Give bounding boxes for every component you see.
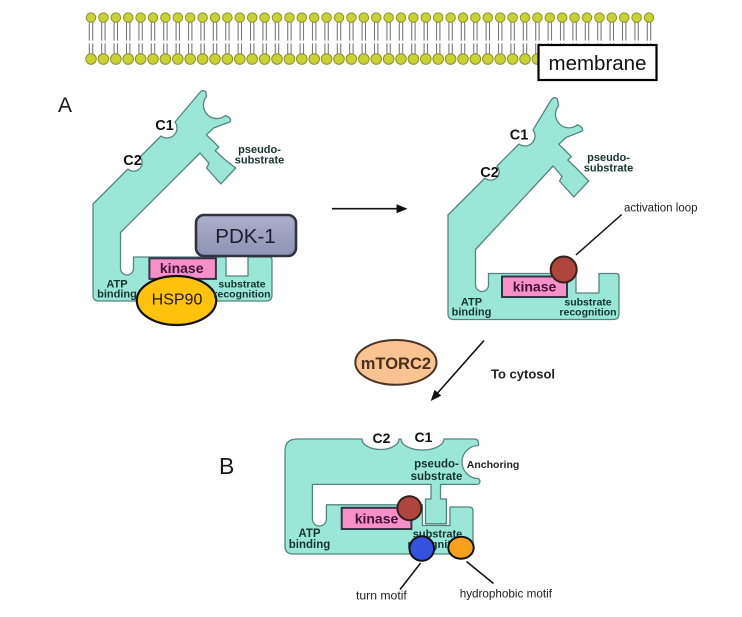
svg-text:C2: C2 xyxy=(123,153,142,169)
svg-text:ATP: ATP xyxy=(461,297,482,309)
svg-text:substrate: substrate xyxy=(584,163,634,175)
svg-text:binding: binding xyxy=(452,307,492,319)
svg-text:pseudo-: pseudo- xyxy=(238,144,281,156)
svg-text:recognition: recognition xyxy=(559,307,616,319)
svg-text:substrate: substrate xyxy=(564,297,611,309)
svg-text:pseudo-: pseudo- xyxy=(587,152,630,164)
svg-text:ATP: ATP xyxy=(298,528,320,540)
svg-text:C1: C1 xyxy=(510,128,529,144)
svg-text:substrate: substrate xyxy=(411,471,463,483)
svg-text:To cytosol: To cytosol xyxy=(491,367,555,382)
svg-text:pseudo-: pseudo- xyxy=(414,459,459,471)
svg-text:C1: C1 xyxy=(155,118,174,134)
svg-text:HSP90: HSP90 xyxy=(152,292,203,309)
svg-text:ATP: ATP xyxy=(106,279,127,291)
svg-text:recognition: recognition xyxy=(213,289,270,301)
svg-text:membrane: membrane xyxy=(549,52,647,75)
svg-text:mTORC2: mTORC2 xyxy=(361,355,431,373)
svg-text:kinase: kinase xyxy=(160,260,204,276)
svg-text:substrate: substrate xyxy=(218,279,265,291)
svg-text:kinase: kinase xyxy=(513,279,557,295)
svg-text:PDK-1: PDK-1 xyxy=(215,225,275,248)
svg-text:turn motif: turn motif xyxy=(356,589,407,603)
svg-text:B: B xyxy=(219,453,234,479)
svg-text:C1: C1 xyxy=(415,429,433,445)
svg-text:binding: binding xyxy=(289,539,331,551)
svg-text:binding: binding xyxy=(97,289,137,301)
svg-text:substrate: substrate xyxy=(235,155,285,167)
svg-text:C2: C2 xyxy=(480,165,499,181)
svg-text:activation loop: activation loop xyxy=(624,203,698,215)
svg-text:Anchoring: Anchoring xyxy=(467,459,520,471)
svg-text:kinase: kinase xyxy=(355,511,399,527)
svg-text:C2: C2 xyxy=(373,430,391,446)
svg-text:A: A xyxy=(58,94,72,117)
svg-text:hydrophobic motif: hydrophobic motif xyxy=(460,588,553,601)
